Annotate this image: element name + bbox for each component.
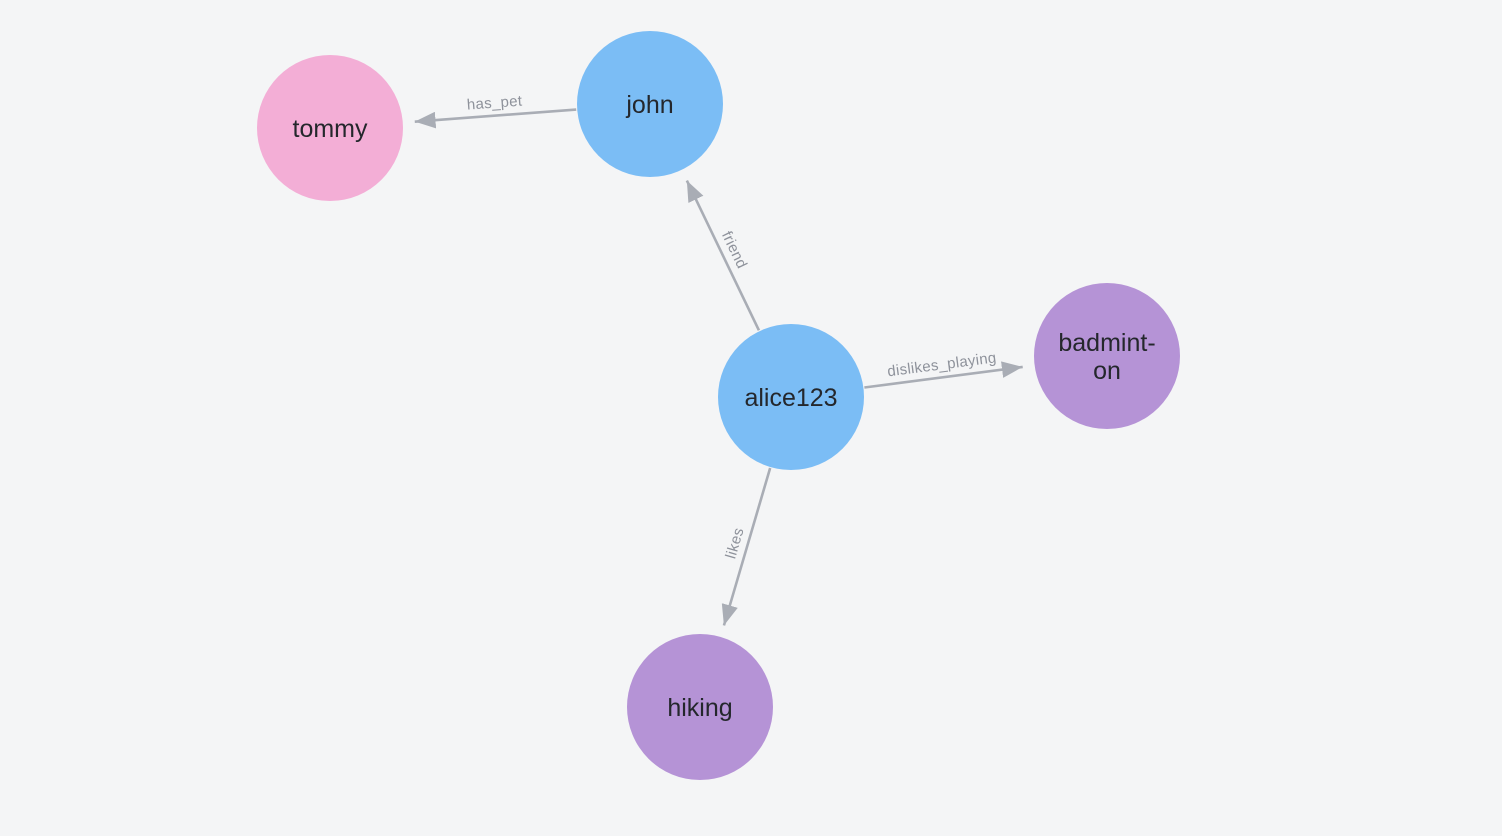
graph-node-alice123[interactable]: alice123 [718,324,864,470]
node-label-alice123: alice123 [744,384,837,412]
node-label-john: john [625,91,673,119]
graph-edge-alice123-john[interactable]: friend [685,180,761,331]
node-circle-alice123[interactable] [718,324,864,470]
node-circle-john[interactable] [577,31,723,177]
graph-edge-alice123-badminton[interactable]: dislikes_playing [864,349,1023,389]
node-circle-hiking[interactable] [627,634,773,780]
node-label-badminton: badmint-on [1058,329,1155,385]
edge-label-has_pet: has_pet [466,93,523,114]
graph-node-badminton[interactable]: badmint-on [1034,283,1180,429]
edge-label-friend: friend [718,229,750,272]
node-circle-tommy[interactable] [257,55,403,201]
edge-arrow-has_pet[interactable] [414,108,577,129]
edge-arrow-dislikes_playing[interactable] [864,361,1023,389]
graph-edge-alice123-hiking[interactable]: likes [721,467,772,626]
graph-node-tommy[interactable]: tommy [257,55,403,201]
node-circle-badminton[interactable] [1034,283,1180,429]
edge-arrow-likes[interactable] [721,467,772,626]
node-label-hiking: hiking [667,694,732,722]
edge-arrow-friend[interactable] [685,180,761,331]
edge-label-dislikes_playing: dislikes_playing [886,349,997,380]
node-label-tommy: tommy [293,115,369,143]
graph-node-hiking[interactable]: hiking [627,634,773,780]
graph-edge-john-tommy[interactable]: has_pet [414,93,577,129]
graph-node-john[interactable]: john [577,31,723,177]
